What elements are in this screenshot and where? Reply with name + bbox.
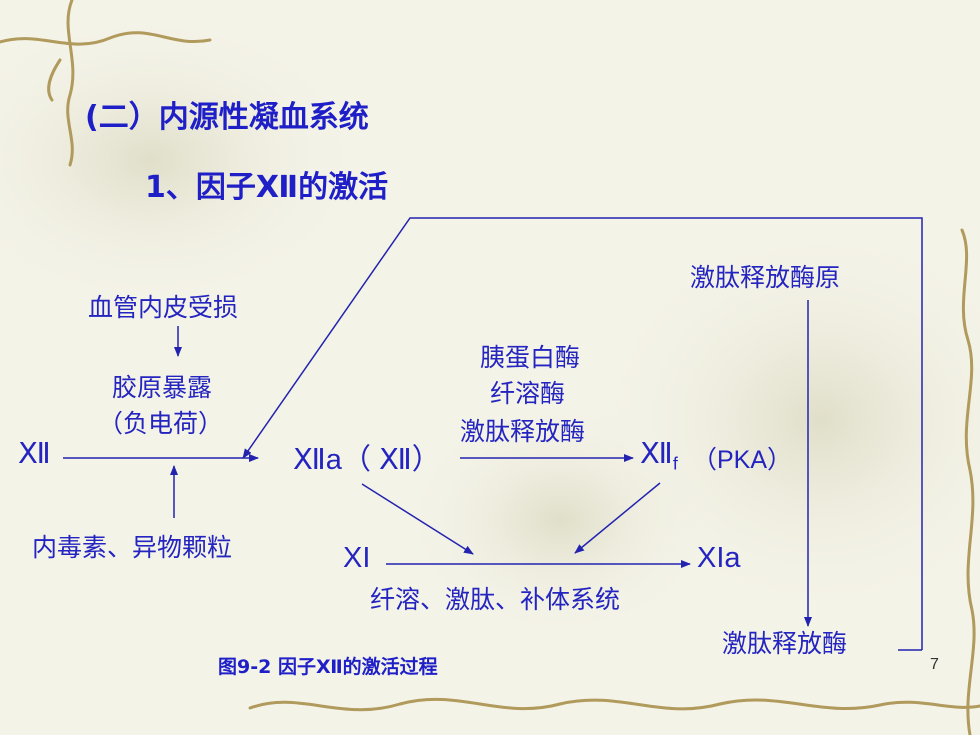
factor-xiif-subscript: f [672, 453, 678, 474]
vine-decoration-bottom [248, 697, 980, 712]
arrow-xiif-to-xi-activation [574, 482, 661, 554]
collagen-exposed-label: 胶原暴露 [112, 373, 213, 402]
endotoxin-label: 内毒素、异物颗粒 [32, 533, 233, 562]
kallikrein-label: 激肽释放酶 [722, 629, 848, 658]
systems-label: 纤溶、激肽、补体系统 [370, 585, 621, 614]
factor-xi-label: XI [343, 542, 371, 574]
vine-decoration-right [960, 228, 976, 735]
leaf-shadow-decoration [0, 10, 370, 310]
factor-xiia-label: Ⅻa（ Ⅻ） [293, 444, 441, 476]
figure-caption: 图9-2 因子Ⅻ的激活过程 [218, 656, 438, 678]
section-title: (二）内源性凝血系统 [85, 100, 369, 135]
negative-charge-label: （负电荷） [98, 409, 224, 438]
page-number: 7 [930, 656, 939, 673]
enzyme-label-plasmin: 纤溶酶 [490, 379, 566, 408]
vine-decoration-top [0, 0, 212, 167]
prekallikrein-label: 激肽释放酶原 [690, 263, 841, 292]
factor-xiif-text: Ⅻ [640, 438, 673, 470]
leaf-shadow-decoration [400, 400, 720, 640]
arrow-xiia-to-xi-activation [361, 483, 474, 555]
factor-xii-label: Ⅻ [18, 438, 51, 470]
feedback-arrow-kallikrein-to-xiia [242, 217, 923, 650]
factor-xia-label: XIa [697, 542, 741, 574]
subtitle: 1、因子Ⅻ的激活 [145, 170, 389, 205]
enzyme-label-trypsin: 胰蛋白酶 [480, 343, 581, 372]
vessel-damage-label: 血管内皮受损 [88, 293, 239, 322]
enzyme-label-kallikrein: 激肽释放酶 [460, 417, 586, 446]
factor-xiif-label: Ⅻf [640, 436, 678, 474]
pka-label: （PKA） [692, 446, 793, 474]
